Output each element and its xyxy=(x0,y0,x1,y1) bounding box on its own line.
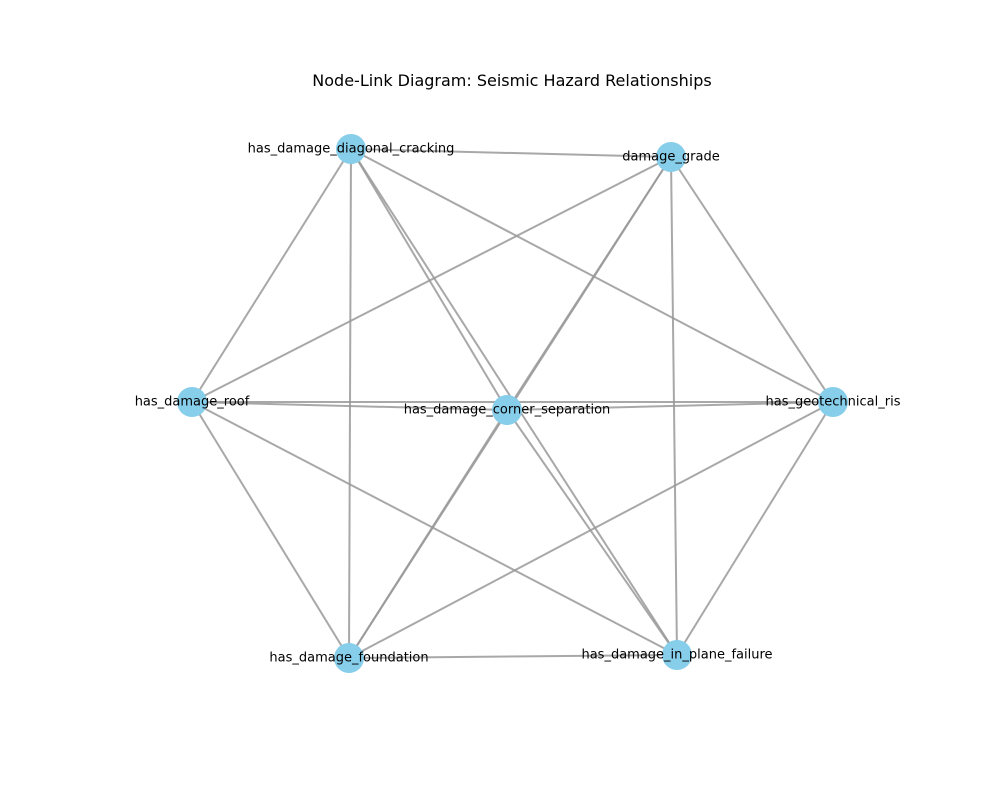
edge-has_damage_roof--has_damage_corner_separation xyxy=(191,401,508,411)
edge-has_damage_corner_separation--has_damage_foundation xyxy=(348,409,508,659)
edge-has_damage_diagonal_cracking--has_geotechnical_ris xyxy=(350,148,834,403)
node-has_geotechnical_ris[interactable] xyxy=(818,387,848,417)
node-label-has_damage_diagonal_cracking: has_damage_diagonal_cracking xyxy=(248,142,455,157)
edge-damage_grade--has_damage_roof xyxy=(191,156,672,403)
edge-has_damage_diagonal_cracking--damage_grade xyxy=(350,148,672,158)
edge-damage_grade--has_geotechnical_ris xyxy=(670,156,834,403)
node-label-has_damage_in_plane_failure: has_damage_in_plane_failure xyxy=(581,648,772,663)
node-has_damage_corner_separation[interactable] xyxy=(492,395,522,425)
edge-has_damage_corner_separation--has_damage_in_plane_failure xyxy=(506,409,678,656)
edge-has_damage_diagonal_cracking--has_damage_foundation xyxy=(348,148,352,659)
edge-has_geotechnical_ris--has_damage_in_plane_failure xyxy=(676,401,834,656)
edge-has_damage_roof--has_damage_in_plane_failure xyxy=(191,401,678,656)
node-has_damage_foundation[interactable] xyxy=(334,643,364,673)
node-label-has_damage_corner_separation: has_damage_corner_separation xyxy=(404,403,611,418)
label-layer: has_damage_diagonal_cracking damage_grade… xyxy=(135,142,901,666)
node-has_damage_in_plane_failure[interactable] xyxy=(662,640,692,670)
node-label-has_damage_foundation: has_damage_foundation xyxy=(269,651,428,666)
node-label-has_geotechnical_ris: has_geotechnical_ris xyxy=(766,395,901,410)
edge-has_geotechnical_ris--has_damage_foundation xyxy=(348,401,834,659)
node-label-damage_grade: damage_grade xyxy=(622,150,719,165)
node-label-has_damage_roof: has_damage_roof xyxy=(135,395,250,410)
node-has_damage_roof[interactable] xyxy=(177,387,207,417)
node-damage_grade[interactable] xyxy=(656,142,686,172)
node-layer xyxy=(177,134,848,673)
edge-has_damage_corner_separation--has_geotechnical_ris xyxy=(506,401,834,411)
edge-has_damage_diagonal_cracking--has_damage_roof xyxy=(191,148,352,403)
diagram-title: Node-Link Diagram: Seismic Hazard Relati… xyxy=(312,71,712,90)
node-has_damage_diagonal_cracking[interactable] xyxy=(336,134,366,164)
edge-has_damage_roof--has_damage_foundation xyxy=(191,401,350,659)
edge-has_damage_diagonal_cracking--has_damage_corner_separation xyxy=(350,148,508,411)
edge-has_damage_foundation--has_damage_in_plane_failure xyxy=(348,654,678,659)
